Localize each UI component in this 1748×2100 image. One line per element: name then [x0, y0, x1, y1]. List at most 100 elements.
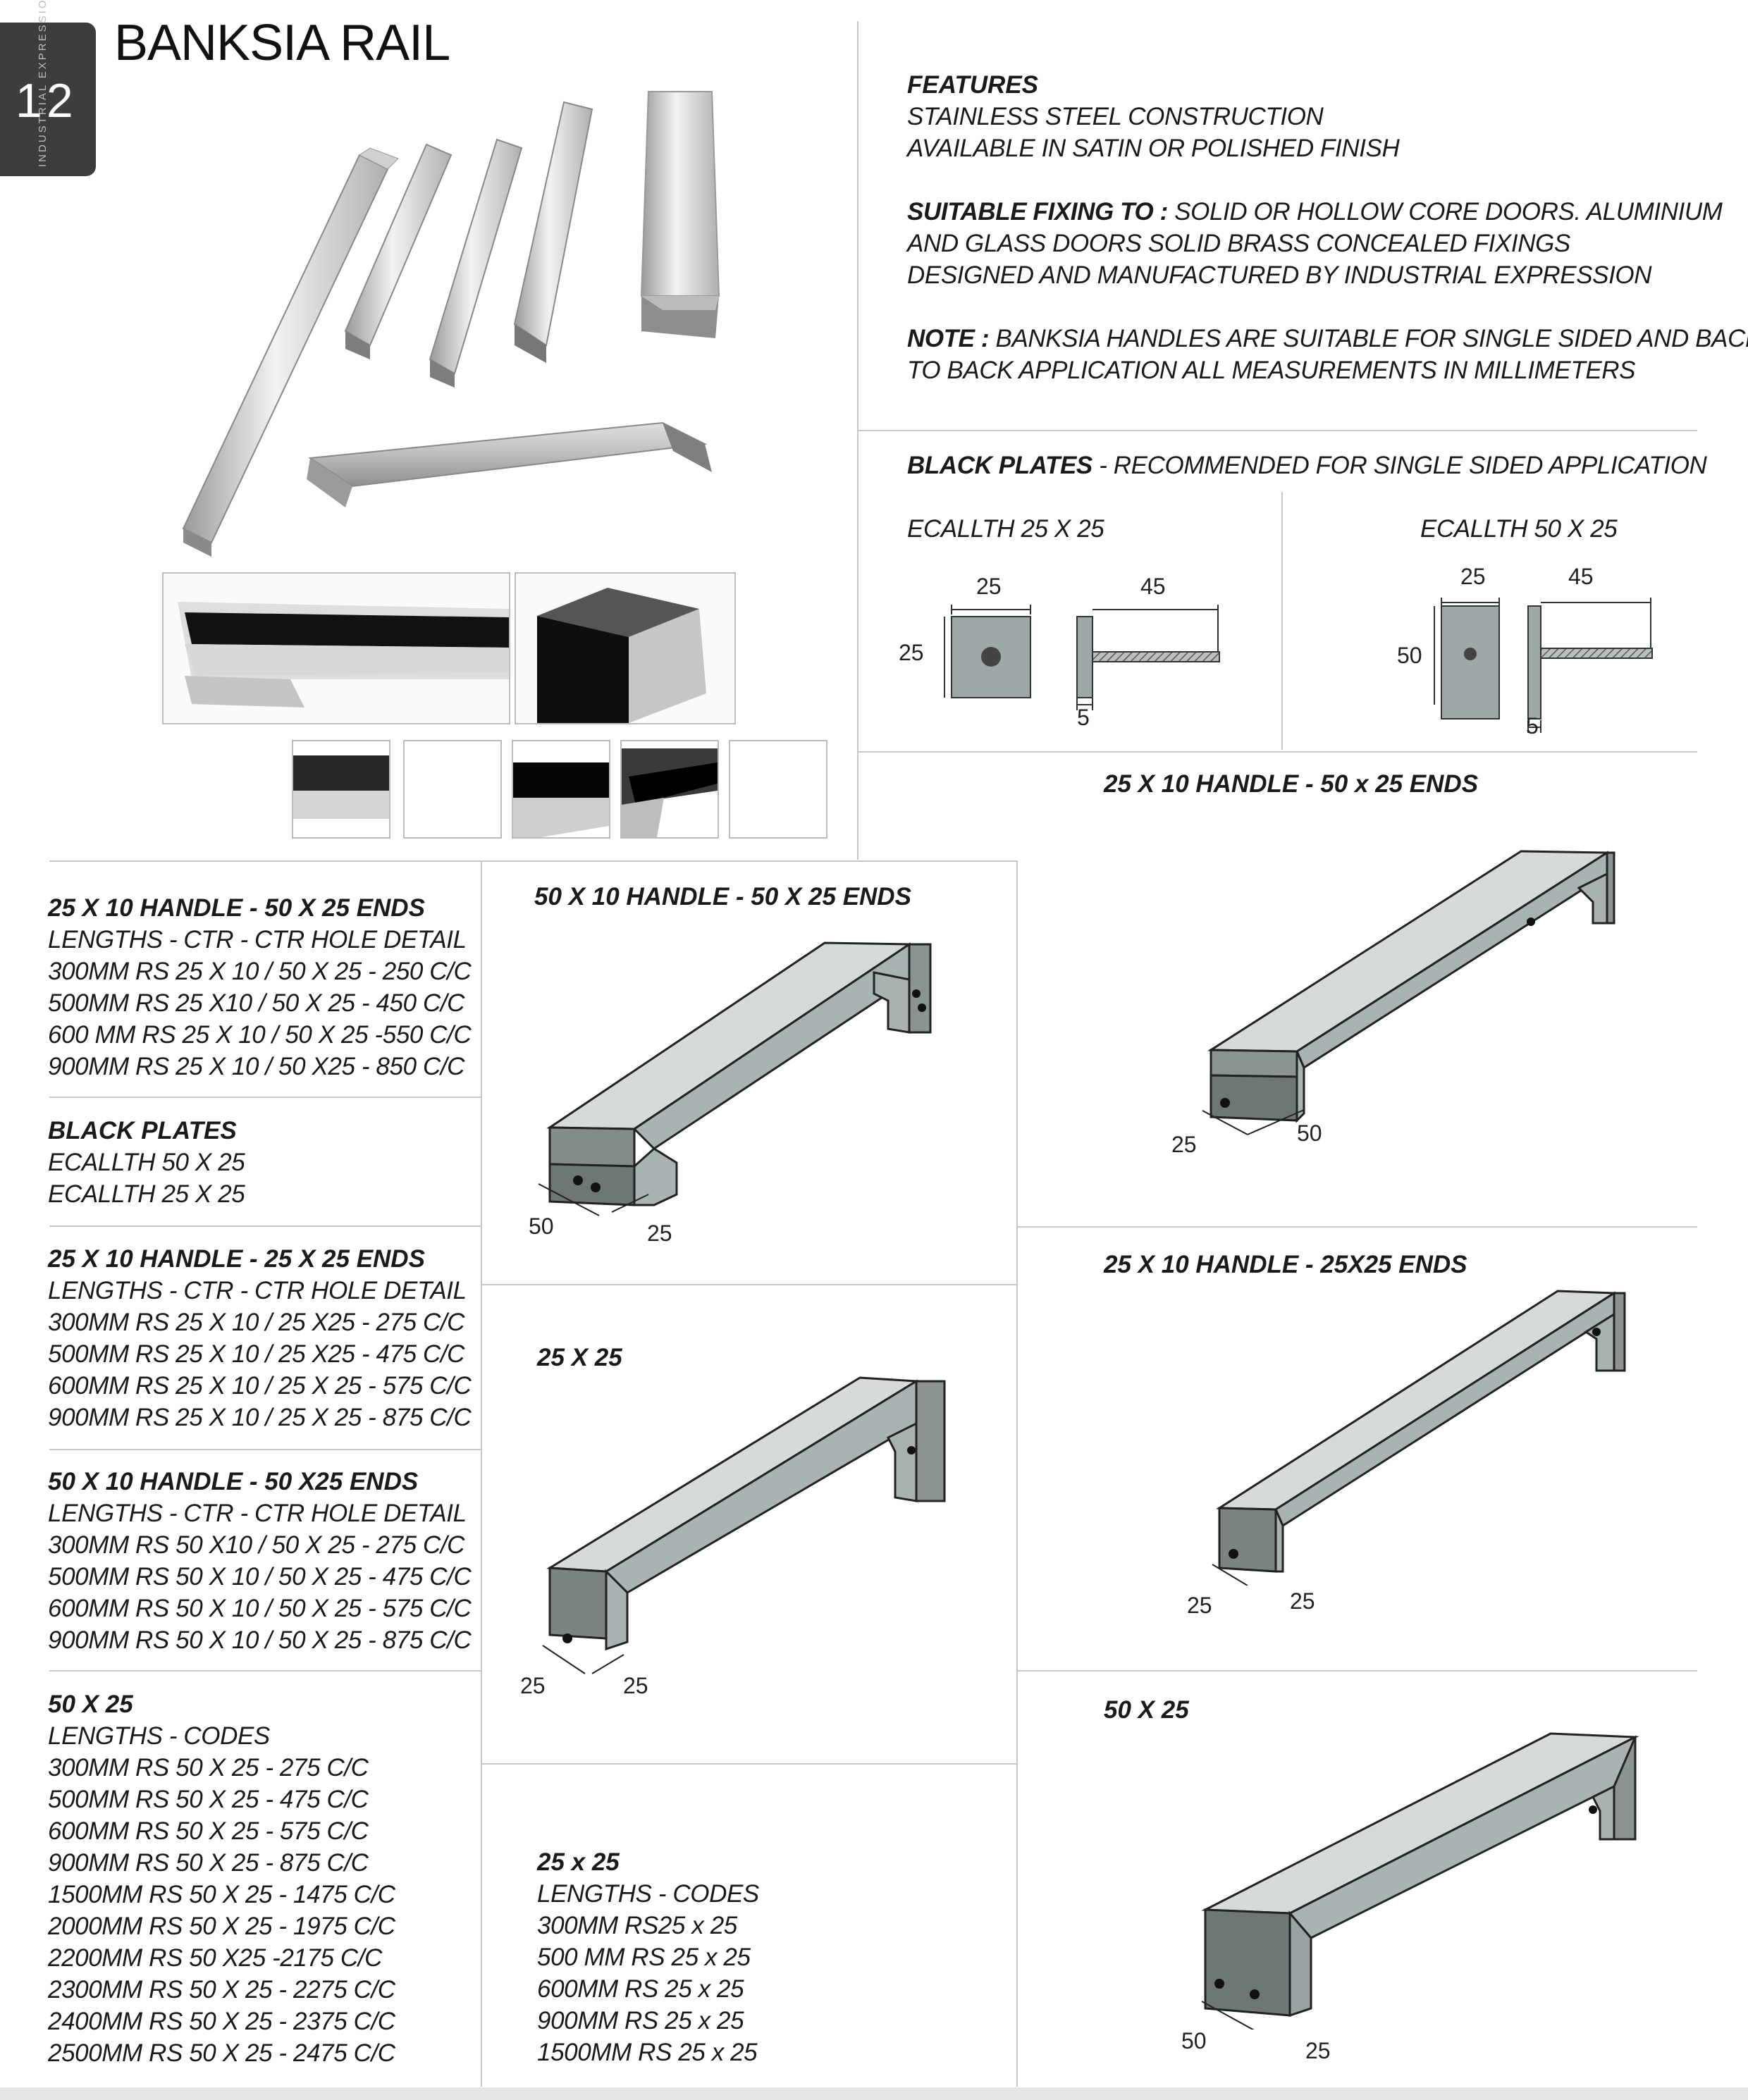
block-line: LENGTHS - CTR - CTR HOLE DETAIL: [48, 1277, 467, 1304]
mid-handle1-title: 50 X 10 HANDLE - 50 X 25 ENDS: [534, 883, 911, 910]
mid-codes-block: 25 x 25 LENGTHS - CODES 300MM RS25 x 25 …: [537, 1846, 759, 2068]
plate2-name: ECALLTH 50 X 25: [1420, 515, 1618, 543]
block-line: 600 MM RS 25 X 10 / 50 X 25 -550 C/C: [48, 1021, 472, 1049]
right-handle2-title: 25 X 10 HANDLE - 25X25 ENDS: [1104, 1251, 1467, 1278]
plate1-diagram: [944, 605, 1220, 710]
divider: [481, 860, 482, 2087]
mid-handle1-dim-a: 50: [529, 1213, 554, 1239]
plate1-depth: 45: [1140, 574, 1166, 599]
mid-handle2-dim-b: 25: [623, 1673, 648, 1698]
detail-photo-2: [515, 572, 736, 724]
plate1-width: 25: [976, 574, 1002, 599]
block-line: 300MM RS 25 X 10 / 25 X25 - 275 C/C: [48, 1309, 465, 1336]
right-handle1-dim-a: 25: [1171, 1132, 1197, 1157]
block-title: 25 X 10 HANDLE - 25 X 25 ENDS: [48, 1245, 425, 1273]
codes-line: 300MM RS25 x 25: [537, 1912, 737, 1939]
divider: [1016, 1226, 1697, 1228]
codes-line: 600MM RS 25 x 25: [537, 1975, 744, 2003]
right-handle1-title: 25 X 10 HANDLE - 50 x 25 ENDS: [1104, 770, 1479, 798]
block-title: 50 X 25: [48, 1691, 133, 1718]
fixing-line: SOLID OR HOLLOW CORE DOORS. ALUMINIUM: [1174, 198, 1723, 226]
block-line: 300MM RS 50 X 25 - 275 C/C: [48, 1754, 369, 1781]
right-handle3-diagram: [1201, 1732, 1639, 2030]
left-block-4: 50 X 10 HANDLE - 50 X25 ENDS LENGTHS - C…: [48, 1466, 472, 1656]
page-number-tab: INDUSTRIAL EXPRESSION 12: [0, 0, 96, 176]
plate2-height: 50: [1397, 643, 1422, 668]
divider: [49, 1225, 481, 1227]
mid-handle1-dim-b: 25: [647, 1221, 672, 1246]
block-title: BLACK PLATES: [48, 1117, 237, 1144]
block-line: ECALLTH 25 X 25: [48, 1180, 245, 1208]
black-plates-header: BLACK PLATES - RECOMMENDED FOR SINGLE SI…: [907, 450, 1707, 481]
divider: [49, 860, 1018, 862]
plate2-diagram: [1434, 598, 1653, 733]
block-line: 2300MM RS 50 X 25 - 2275 C/C: [48, 1976, 395, 2003]
divider: [857, 430, 1697, 431]
divider: [1281, 492, 1283, 750]
divider: [1016, 860, 1018, 2087]
page-number: 12: [16, 74, 78, 128]
right-handle2-dim-a: 25: [1187, 1593, 1212, 1618]
block-line: 500MM RS 50 X 25 - 475 C/C: [48, 1786, 369, 1813]
bottom-strip: [0, 2087, 1748, 2100]
mid-handle2-diagram: [542, 1376, 946, 1674]
note-line: TO BACK APPLICATION ALL MEASUREMENTS IN …: [907, 357, 1636, 384]
block-line: ECALLTH 50 X 25: [48, 1149, 245, 1176]
divider: [49, 1097, 481, 1098]
plate1-name: ECALLTH 25 X 25: [907, 515, 1104, 543]
block-line: 900MM RS 50 X 10 / 50 X 25 - 875 C/C: [48, 1626, 472, 1654]
mid-handle2-title: 25 X 25: [537, 1344, 622, 1371]
divider: [49, 1449, 481, 1450]
codes-title: 25 x 25: [537, 1848, 620, 1876]
block-title: 50 X 10 HANDLE - 50 X25 ENDS: [48, 1468, 419, 1495]
block-line: 900MM RS 50 X 25 - 875 C/C: [48, 1849, 369, 1877]
right-handle3-dim-b: 25: [1305, 2038, 1331, 2063]
swatch-thumb-1: [292, 740, 390, 839]
detail-photo-1: [162, 572, 510, 724]
block-title: 25 X 10 HANDLE - 50 X 25 ENDS: [48, 894, 425, 922]
codes-line: 500 MM RS 25 x 25: [537, 1944, 751, 1971]
mid-handle2-dim-a: 25: [520, 1673, 546, 1698]
block-line: LENGTHS - CODES: [48, 1722, 270, 1750]
left-block-1: 25 X 10 HANDLE - 50 X 25 ENDS LENGTHS - …: [48, 892, 472, 1082]
block-line: 300MM RS 25 X 10 / 50 X 25 - 250 C/C: [48, 958, 472, 985]
plate2-depth: 45: [1568, 564, 1594, 589]
block-line: LENGTHS - CTR - CTR HOLE DETAIL: [48, 1500, 467, 1527]
right-handle2-dim-b: 25: [1290, 1588, 1315, 1614]
block-line: 900MM RS 25 X 10 / 50 X25 - 850 C/C: [48, 1053, 465, 1080]
note-line: BANKSIA HANDLES ARE SUITABLE FOR SINGLE …: [995, 325, 1748, 352]
divider: [481, 1284, 1016, 1285]
divider: [49, 1670, 481, 1672]
swatch-thumb-3: [512, 740, 610, 839]
block-line: 600MM RS 25 X 10 / 25 X 25 - 575 C/C: [48, 1372, 472, 1400]
plate2-width: 25: [1460, 564, 1486, 589]
right-handle2-diagram: [1212, 1290, 1626, 1586]
block-line: 600MM RS 50 X 25 - 575 C/C: [48, 1817, 369, 1845]
block-line: 2500MM RS 50 X 25 - 2475 C/C: [48, 2039, 395, 2067]
block-line: 300MM RS 50 X10 / 50 X 25 - 275 C/C: [48, 1531, 465, 1559]
codes-line: 900MM RS 25 x 25: [537, 2007, 744, 2034]
fixing-label: SUITABLE FIXING TO :: [907, 198, 1168, 226]
block-line: 2400MM RS 50 X 25 - 2375 C/C: [48, 2008, 395, 2035]
right-handle3-title: 50 X 25: [1104, 1696, 1189, 1724]
note-label: NOTE :: [907, 325, 990, 352]
block-line: 2200MM RS 50 X25 -2175 C/C: [48, 1944, 383, 1972]
divider: [481, 1763, 1016, 1765]
black-plates-heading: BLACK PLATES: [907, 452, 1092, 479]
fixing-line: DESIGNED AND MANUFACTURED BY INDUSTRIAL …: [907, 261, 1652, 289]
right-handle1-dim-b: 50: [1297, 1120, 1322, 1146]
features-line: AVAILABLE IN SATIN OR POLISHED FINISH: [907, 135, 1400, 162]
codes-line: LENGTHS - CODES: [537, 1880, 759, 1908]
block-line: 600MM RS 50 X 10 / 50 X 25 - 575 C/C: [48, 1595, 472, 1622]
divider: [857, 21, 858, 860]
features-block: FEATURES STAINLESS STEEL CONSTRUCTION AV…: [907, 69, 1748, 386]
plate1-thickness: 5: [1077, 705, 1090, 730]
features-line: STAINLESS STEEL CONSTRUCTION: [907, 103, 1324, 130]
block-line: 900MM RS 25 X 10 / 25 X 25 - 875 C/C: [48, 1404, 472, 1431]
black-plates-subtitle: - RECOMMENDED FOR SINGLE SIDED APPLICATI…: [1092, 452, 1707, 479]
left-block-3: 25 X 10 HANDLE - 25 X 25 ENDS LENGTHS - …: [48, 1243, 472, 1433]
divider: [857, 751, 1697, 753]
right-handle3-dim-a: 50: [1181, 2028, 1207, 2053]
plate1-height: 25: [899, 640, 924, 665]
plate2-thickness: 5: [1526, 713, 1539, 739]
